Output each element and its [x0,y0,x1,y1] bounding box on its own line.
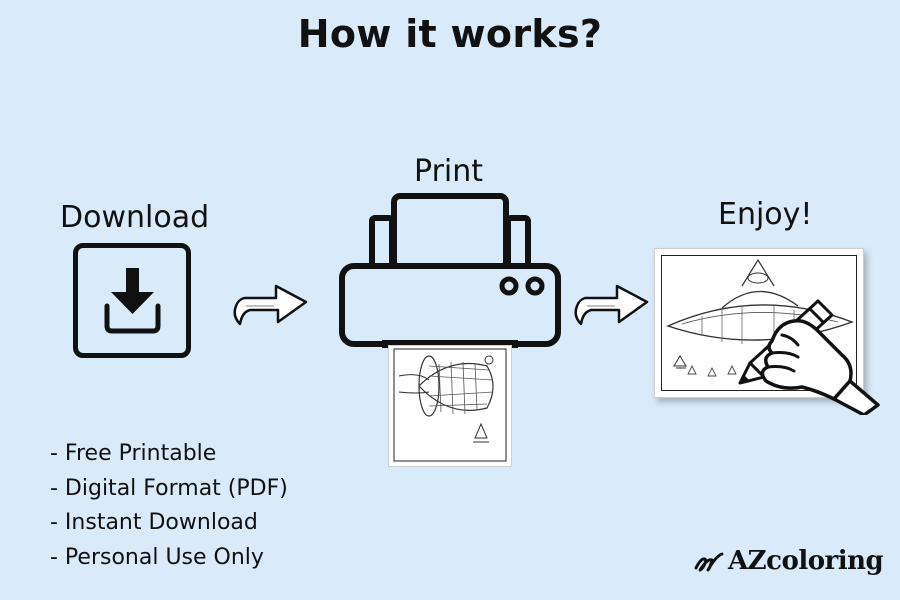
list-item: - Digital Format (PDF) [50,475,288,501]
printer-icon [339,193,561,348]
download-label: Download [60,200,210,235]
download-icon [104,268,161,334]
download-box [73,243,191,358]
enjoy-label: Enjoy! [718,197,813,232]
ufo-drawing [393,348,507,462]
coloring-hand-icon [738,299,880,415]
brand-logo: AZcoloring [694,546,884,576]
brand-name: AZcoloring [728,546,884,576]
list-item: - Personal Use Only [50,544,264,570]
page-title: How it works? [297,12,603,56]
printed-sheet [388,345,512,467]
print-label: Print [414,154,484,189]
list-item: - Instant Download [50,510,258,535]
features-list: - Free Printable - Digital Format (PDF) … [50,437,288,575]
list-item: - Free Printable [50,441,217,466]
az-logo-icon [694,552,724,572]
arrow-right-icon [233,284,308,326]
arrow-right-icon [574,284,649,326]
